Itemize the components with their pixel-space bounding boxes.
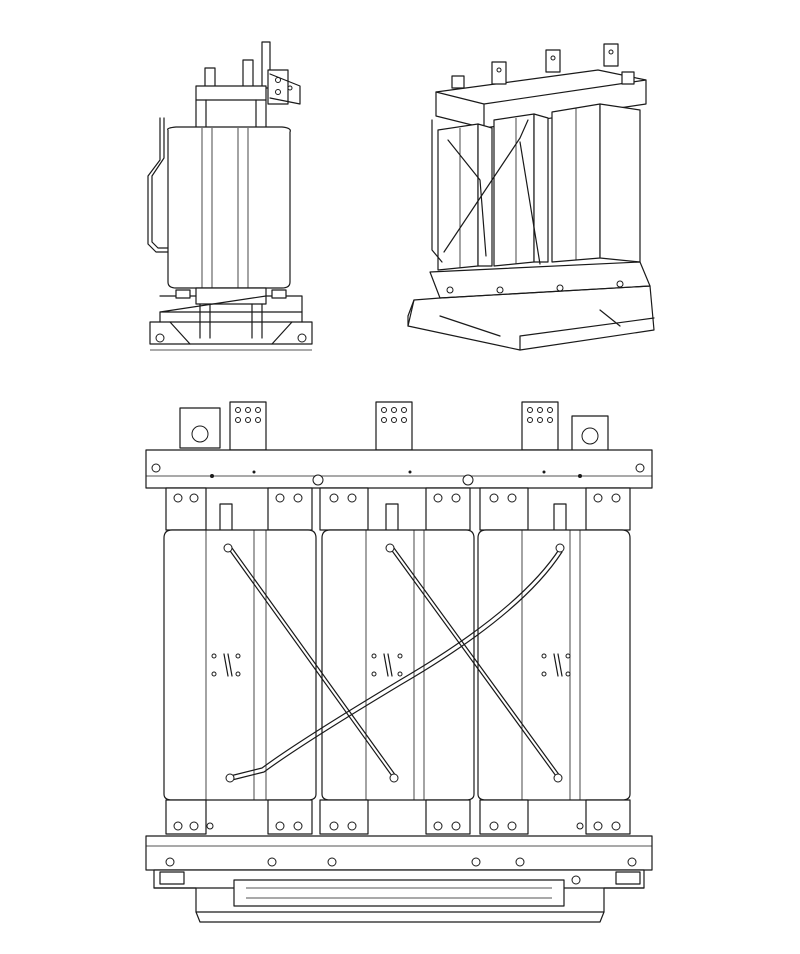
front-upper-clamps (165, 487, 631, 533)
coil-phase-2 (321, 529, 475, 801)
iso-terminals (451, 43, 635, 89)
front-terminal-right (521, 401, 609, 453)
front-top-beam (145, 449, 653, 489)
front-terminal-middle (375, 401, 413, 451)
iso-base (407, 261, 655, 351)
side-view-top-clamp (195, 85, 267, 101)
isometric-view (407, 43, 655, 351)
iso-lead-left (431, 119, 443, 263)
front-coils (163, 529, 631, 801)
front-lower-clamps (165, 799, 631, 835)
front-view (145, 401, 653, 923)
side-view-terminals (204, 41, 301, 105)
iso-top-beam (435, 69, 647, 129)
side-view-lead (147, 117, 169, 253)
iso-lead-cross-1 (443, 119, 529, 253)
coil-phase-1 (163, 529, 317, 801)
side-view-coil (167, 126, 291, 289)
front-delta-leads (223, 543, 565, 783)
side-view (147, 41, 313, 351)
iso-lead-cross-3 (519, 141, 541, 265)
iso-lead-cross-2 (447, 139, 487, 257)
front-terminals (179, 401, 609, 453)
front-terminal-left (179, 401, 267, 451)
iso-coils (437, 103, 641, 271)
front-base-frame (145, 835, 653, 923)
side-view-base (149, 289, 313, 351)
coil-phase-3 (477, 529, 631, 801)
